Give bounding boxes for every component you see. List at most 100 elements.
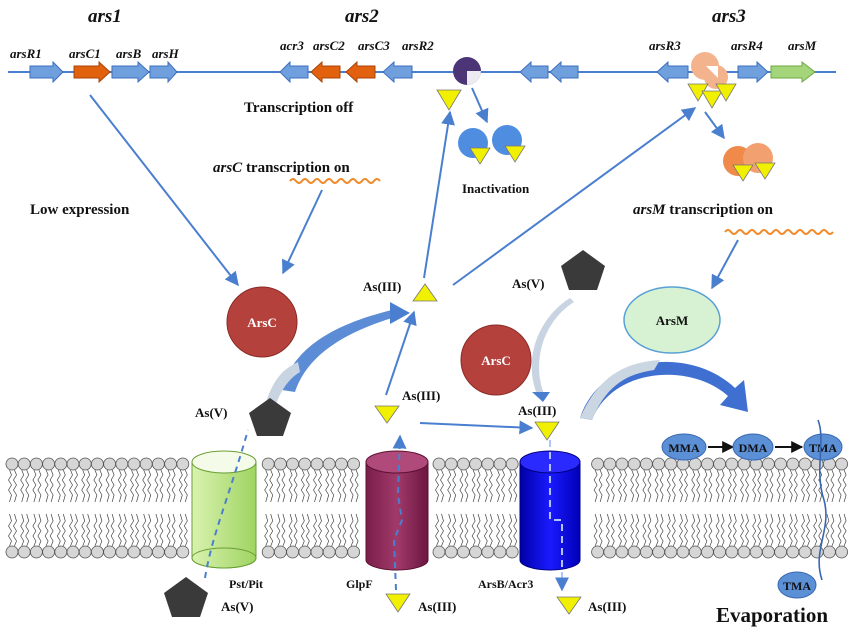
lipid-tail bbox=[781, 469, 786, 503]
lipid-tail bbox=[159, 469, 164, 503]
lipid-tail bbox=[715, 513, 720, 547]
lipid-head bbox=[640, 457, 653, 471]
lipid-tail bbox=[49, 469, 54, 503]
lipid-tail bbox=[110, 469, 115, 503]
lipid-head bbox=[261, 457, 275, 471]
release-arrow-ars3 bbox=[704, 111, 725, 140]
lipid-head bbox=[664, 545, 678, 559]
lipid-head bbox=[505, 545, 519, 559]
lipid-tail bbox=[8, 469, 12, 503]
arsC-mrna-squiggle bbox=[289, 178, 381, 184]
lipid-tail bbox=[281, 513, 286, 547]
lipid-tail bbox=[183, 469, 188, 503]
lipid-head bbox=[42, 457, 55, 471]
lipid-tail bbox=[20, 469, 25, 503]
lipid-tail bbox=[69, 469, 73, 503]
lipid-tail bbox=[61, 513, 66, 547]
lipid-tail bbox=[49, 513, 54, 547]
lipid-tail bbox=[508, 513, 513, 547]
lipid-tail bbox=[647, 513, 652, 547]
arsb-efflux-path bbox=[549, 440, 569, 592]
lipid-head bbox=[786, 545, 800, 559]
lipid-head bbox=[286, 457, 300, 471]
gene-arsB-arrow bbox=[111, 60, 150, 84]
as5-upper-label: As(V) bbox=[512, 276, 545, 291]
lipid-tail bbox=[793, 513, 798, 547]
lipid-head bbox=[347, 545, 361, 559]
lipid-head bbox=[5, 457, 19, 471]
reduction-curve-arrow-1 bbox=[282, 310, 392, 392]
low-expression-label: Low expression bbox=[30, 202, 130, 218]
lipid-head bbox=[91, 457, 104, 471]
lipid-tail bbox=[44, 513, 49, 547]
lipid-tail bbox=[171, 513, 176, 547]
lipid-tail bbox=[86, 469, 91, 503]
lipid-head bbox=[432, 545, 446, 559]
lipid-tail bbox=[459, 469, 464, 503]
arsR2-repressor-bound bbox=[436, 57, 481, 111]
lipid-tail bbox=[135, 469, 139, 503]
lipid-tail bbox=[671, 513, 676, 547]
lipid-tail bbox=[69, 513, 73, 547]
lipid-tail bbox=[825, 469, 830, 503]
lipid-head bbox=[493, 457, 507, 471]
lipid-tail bbox=[74, 513, 78, 547]
arrow-mrna-to-arsm bbox=[711, 239, 739, 290]
lipid-head bbox=[103, 545, 116, 559]
lipid-tail bbox=[623, 513, 627, 547]
lipid-tail bbox=[781, 513, 786, 547]
lipid-tail bbox=[142, 513, 147, 547]
lipid-tail bbox=[117, 513, 122, 547]
lipid-head bbox=[481, 457, 495, 471]
lipid-bilayer bbox=[5, 457, 848, 559]
lipid-head bbox=[164, 545, 178, 559]
promoter-arrow-ars2a bbox=[519, 60, 549, 84]
lipid-tail bbox=[142, 469, 147, 503]
lipid-tail bbox=[93, 513, 98, 547]
lipid-tail bbox=[44, 469, 49, 503]
lipid-head bbox=[127, 545, 141, 559]
lipid-head bbox=[54, 545, 68, 559]
lipid-tail bbox=[635, 513, 640, 547]
lipid-tail bbox=[630, 513, 635, 547]
lipid-tail bbox=[98, 513, 103, 547]
lipid-tail bbox=[110, 513, 115, 547]
lipid-tail bbox=[488, 513, 493, 547]
arrow-as3-to-arsR2 bbox=[423, 110, 455, 279]
arrow-ars1-to-arsc bbox=[89, 94, 239, 287]
lipid-head bbox=[713, 545, 726, 559]
lipid-head bbox=[676, 545, 690, 559]
lipid-tail bbox=[610, 469, 615, 503]
lipid-tail bbox=[715, 469, 720, 503]
lipid-tail bbox=[825, 513, 830, 547]
evaporation-label: Evaporation bbox=[716, 603, 828, 627]
lipid-tail bbox=[61, 469, 66, 503]
lipid-tail bbox=[318, 513, 322, 547]
lipid-tail bbox=[305, 469, 310, 503]
lipid-head bbox=[273, 457, 287, 471]
lipid-head bbox=[456, 545, 470, 559]
lipid-tail bbox=[154, 469, 159, 503]
lipid-tail bbox=[793, 469, 798, 503]
lipid-tail bbox=[745, 469, 749, 503]
reduction-curve-arrow-2 bbox=[531, 298, 574, 397]
lipid-head bbox=[652, 457, 665, 471]
lipid-head bbox=[688, 545, 702, 559]
as3-arsb-bottom-label: As(III) bbox=[588, 599, 626, 614]
gene-label-arsC3: arsC3 bbox=[358, 38, 390, 53]
lipid-tail bbox=[745, 513, 749, 547]
lipid-head bbox=[286, 545, 300, 559]
lipid-tail bbox=[37, 513, 42, 547]
lipid-tail bbox=[147, 469, 152, 503]
lipid-tail bbox=[81, 469, 86, 503]
lipid-head bbox=[66, 457, 80, 471]
arsenite-outside-glpf bbox=[385, 593, 411, 613]
lipid-head bbox=[151, 545, 165, 559]
lipid-head bbox=[347, 457, 361, 471]
lipid-tail bbox=[679, 513, 683, 547]
lipid-tail bbox=[513, 513, 518, 547]
lipid-tail bbox=[842, 513, 847, 547]
lipid-head bbox=[591, 457, 604, 471]
lipid-tail bbox=[618, 513, 622, 547]
lipid-tail bbox=[696, 513, 701, 547]
